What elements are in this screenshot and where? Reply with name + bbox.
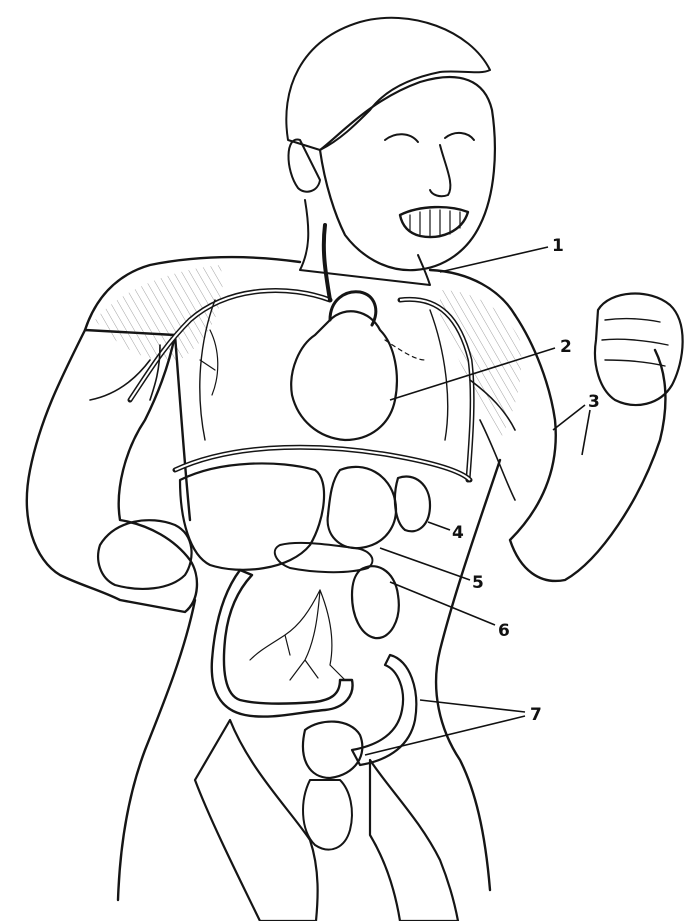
leader-7a [420, 700, 525, 712]
neck [300, 200, 430, 285]
mesentery [250, 590, 345, 680]
spleen [395, 477, 430, 532]
arm-left [27, 330, 197, 612]
human-figure [27, 18, 683, 921]
heart [291, 311, 397, 440]
face [320, 77, 495, 270]
eye-left [385, 134, 418, 142]
leader-4 [428, 522, 450, 530]
leader-3b [582, 410, 590, 455]
callout-4: 4 [452, 523, 464, 543]
hair [286, 18, 490, 150]
nose [430, 145, 450, 196]
kidney [352, 566, 399, 638]
torso-sides [175, 335, 500, 890]
callout-5: 5 [472, 573, 484, 593]
eye-right [445, 133, 474, 140]
callout-7: 7 [530, 705, 542, 725]
leader-3a [553, 405, 585, 430]
leader-5 [380, 548, 470, 580]
callout-6: 6 [498, 621, 510, 641]
internal-organs [180, 292, 448, 778]
callout-2: 2 [560, 337, 572, 357]
ear [288, 140, 320, 192]
legs [195, 720, 318, 921]
callout-1: 1 [552, 236, 564, 256]
liver [180, 463, 324, 569]
callout-3: 3 [588, 392, 600, 412]
fist-left [98, 520, 191, 589]
fist-right [595, 294, 683, 405]
leader-7b [365, 716, 525, 755]
leader-1 [440, 247, 548, 272]
stomach [328, 467, 396, 548]
